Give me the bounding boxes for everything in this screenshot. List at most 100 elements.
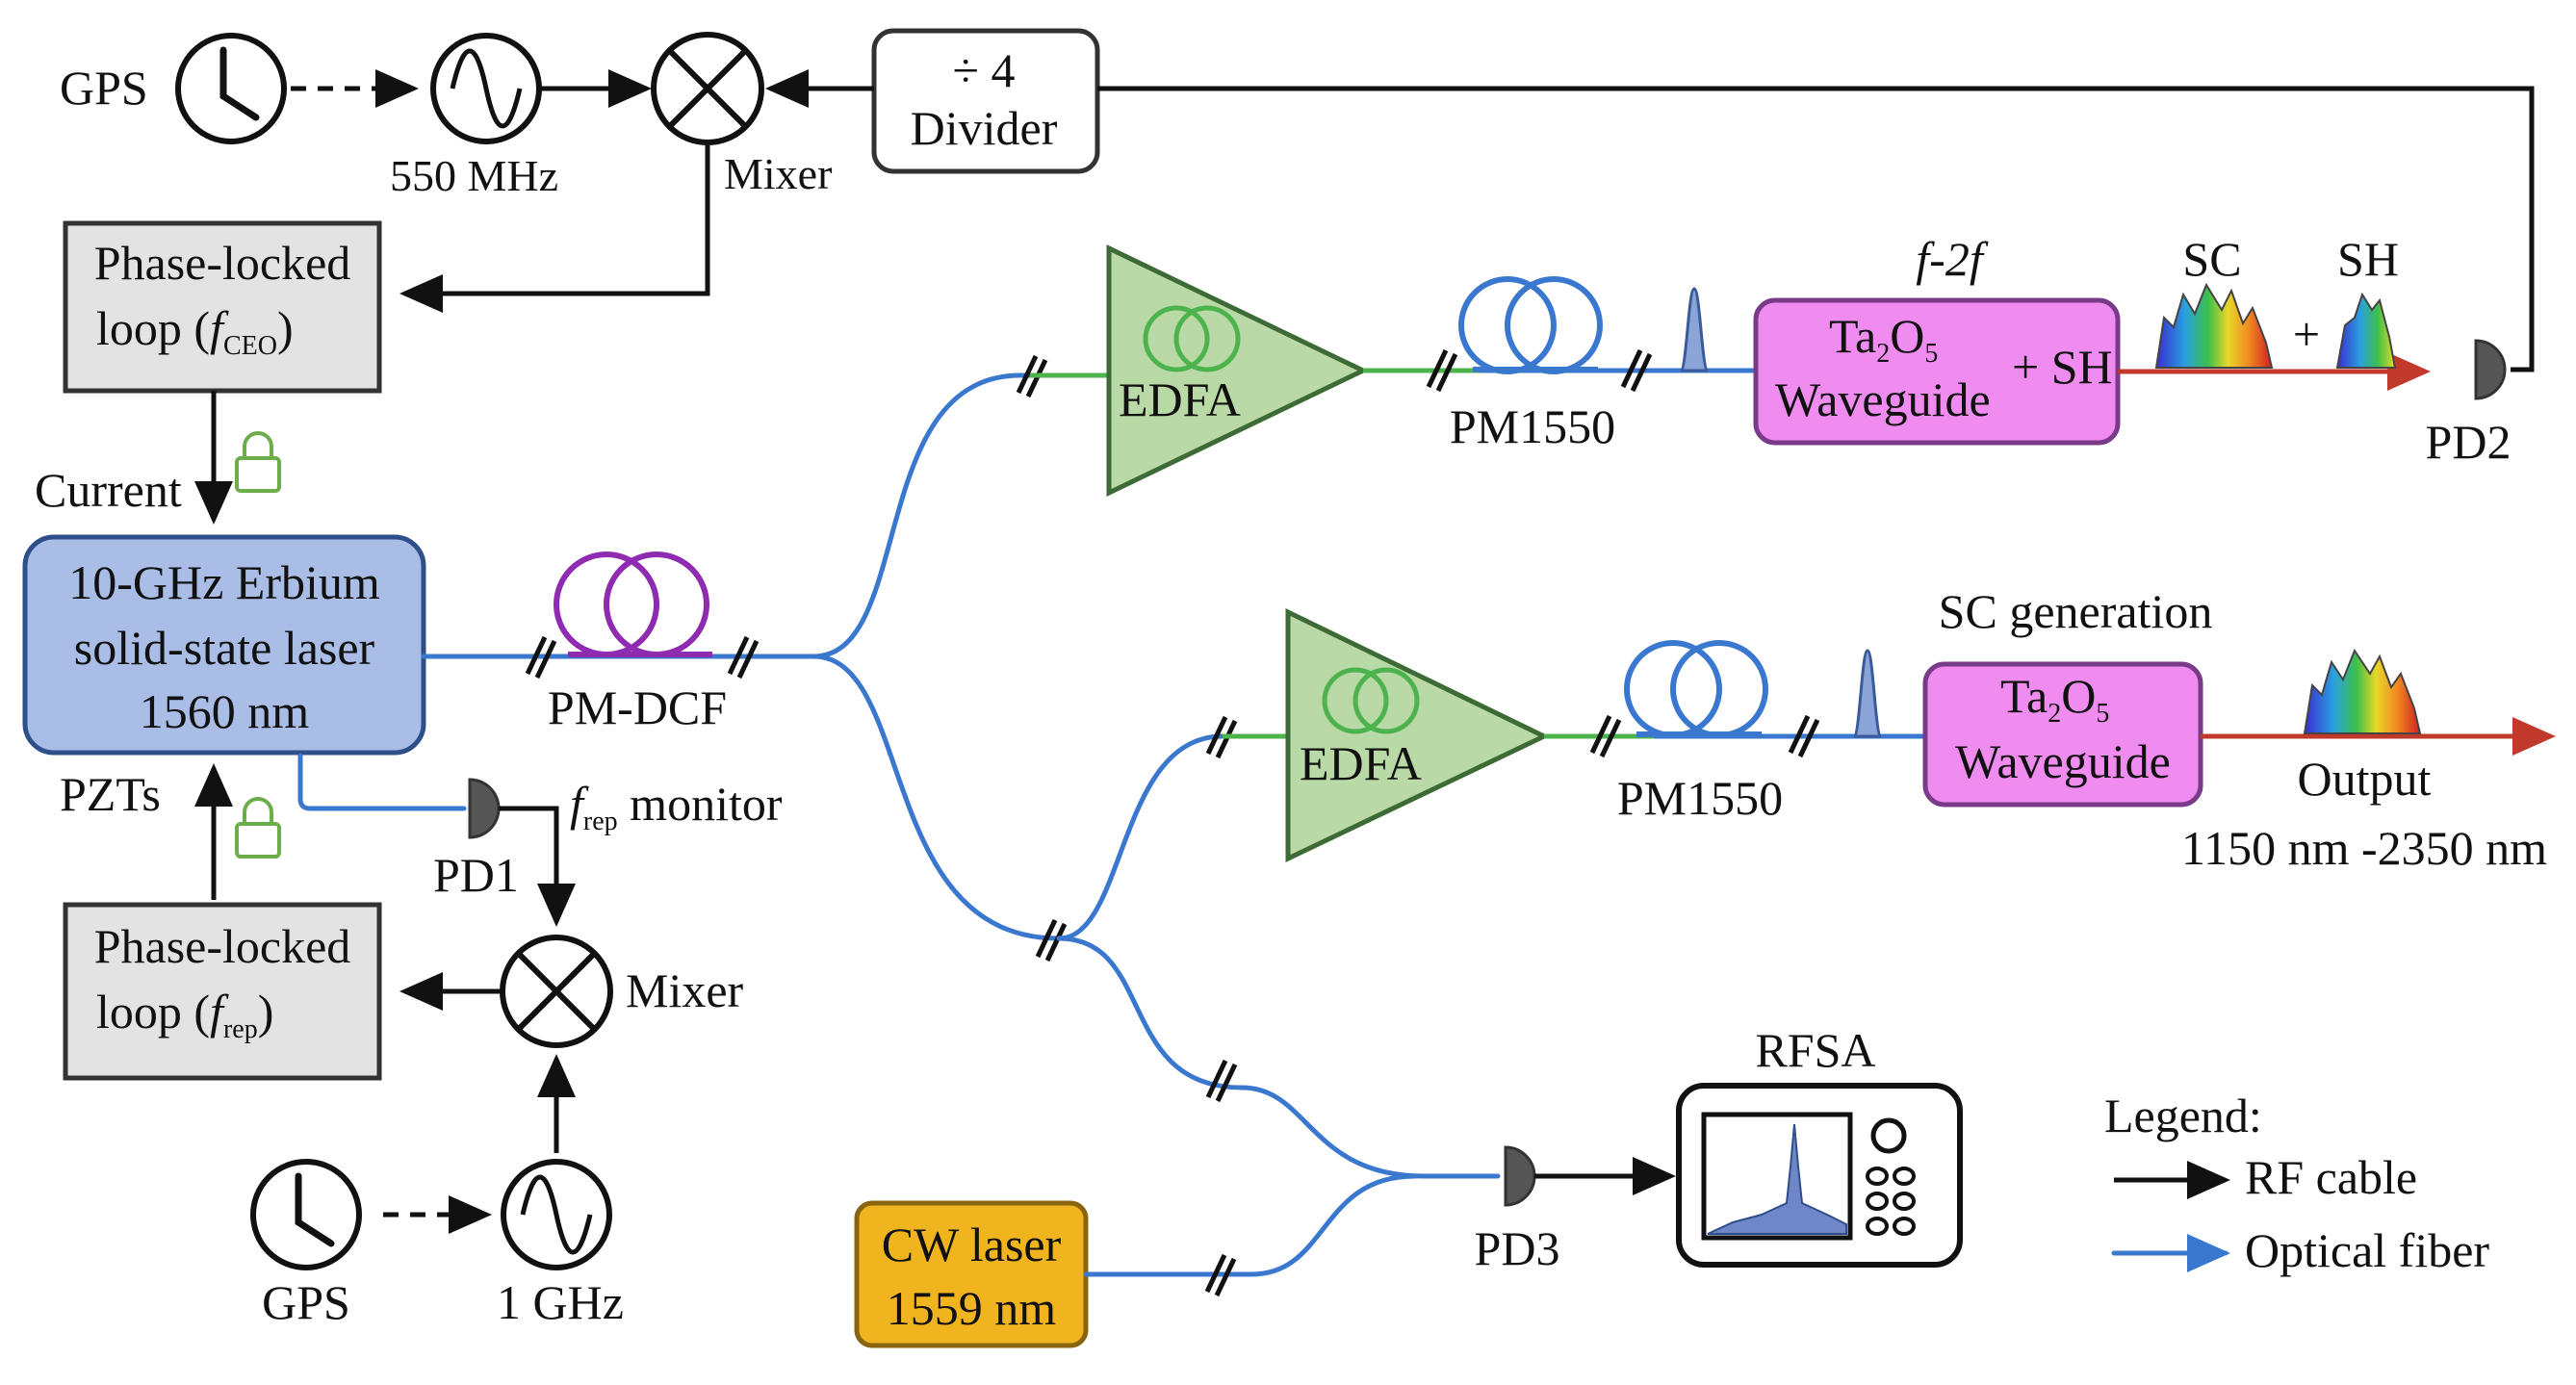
pd1-to-mixer [499, 806, 576, 927]
fiber-splice [525, 635, 548, 676]
fiber-splice [1797, 718, 1820, 758]
laser-box [22, 534, 426, 756]
pm1550-mid-label: PM1550 [1617, 771, 1783, 825]
waveguide-mid-line2: Waveguide [1955, 734, 2171, 788]
wg-mid-ta: Ta [2000, 669, 2048, 723]
fiber-coil-icon [1458, 276, 1603, 374]
sine-oscillator-icon [501, 1159, 612, 1270]
divider-line2: Divider [911, 101, 1058, 155]
waveguide-top-line2: Waveguide [1775, 372, 1991, 426]
pll-rep-line1: Phase-locked [94, 919, 351, 973]
pll-ceo-line2-a: loop ( [96, 301, 210, 355]
edfa-top-label: EDFA [1119, 372, 1241, 426]
gps-bottom-label: GPS [262, 1275, 350, 1329]
fiber-splice [1620, 348, 1643, 389]
frep-sub: rep [583, 807, 618, 836]
wg-mid-2: 2 [2048, 699, 2061, 729]
fiber-splice [736, 639, 760, 680]
pll-rep-line2-a: loop ( [96, 985, 210, 1039]
wg-mid-o: O [2061, 669, 2096, 723]
fiber-splice [1214, 1257, 1237, 1297]
edfa-mid [1285, 608, 1550, 862]
wg-top-o: O [1890, 309, 1924, 363]
cw-laser-line2: 1559 nm [887, 1281, 1057, 1335]
legend: Legend: RF cable Optical fiber [2104, 1089, 2489, 1277]
spectrum-icon [2335, 292, 2397, 369]
pd2-label: PD2 [2426, 415, 2512, 469]
pll-ceo-sub: CEO [223, 331, 277, 361]
fiber-to-edfa-mid [1056, 733, 1225, 941]
legend-fiber-label: Optical fiber [2245, 1223, 2489, 1277]
wg-mid-5: 5 [2096, 699, 2109, 729]
frep-monitor-text: monitor [618, 777, 783, 831]
mixer-bottom-label: Mixer [626, 963, 744, 1017]
fiber-splice [1205, 1059, 1228, 1099]
clock-icon [175, 33, 287, 144]
wg-top-5: 5 [1924, 339, 1938, 369]
photodetector-icon [468, 778, 501, 839]
output-range-label: 1150 nm -2350 nm [2181, 821, 2547, 875]
fiber-branch-lower [811, 654, 1062, 941]
edfa-mid-label: EDFA [1300, 736, 1422, 790]
spectrum-icon [2154, 282, 2274, 369]
fiber-splice [1630, 352, 1653, 393]
fiber-splice [1589, 714, 1612, 755]
waveguide-top-sh: + SH [2012, 340, 2113, 394]
waveguide-top-line1: Ta2O5 [1829, 309, 1938, 369]
lock-icon [235, 431, 281, 493]
sine-oscillator-icon [430, 33, 542, 144]
laser-line3: 1560 nm [140, 684, 310, 738]
cw-laser-line1: CW laser [882, 1218, 1062, 1271]
fiber-splice [1788, 714, 1811, 755]
wg-top-2: 2 [1876, 339, 1890, 369]
fiber-splice [534, 639, 557, 680]
pll-ceo-line2: loop (fCEO) [96, 301, 294, 361]
frep-monitor-label: frep monitor [570, 777, 783, 836]
fiber-branch-top [811, 372, 1033, 659]
fiber-coil-icon [554, 551, 712, 657]
pll-rep-close: ) [258, 985, 274, 1039]
oscillator-1ghz-label: 1 GHz [497, 1275, 624, 1329]
fiber-splice [1215, 1063, 1238, 1103]
rfsa-instrument-icon [1676, 1083, 1963, 1268]
pd3-label: PD3 [1475, 1221, 1560, 1275]
fiber-splice [727, 635, 750, 676]
pm-dcf-label: PM-DCF [548, 680, 727, 734]
spectrum-icon [2303, 648, 2422, 734]
fiber-splice [1426, 348, 1449, 389]
f2f-label: f-2f [1916, 232, 1989, 286]
plus-sign: + [2293, 307, 2320, 361]
cw-fiber [1083, 1173, 1418, 1277]
photodetector-icon [2474, 339, 2507, 400]
lock-icon [235, 797, 281, 859]
pll-rep-box [63, 902, 382, 1081]
fiber-splice [1204, 1253, 1227, 1294]
legend-title: Legend: [2104, 1089, 2262, 1142]
mixer-icon [500, 935, 613, 1048]
mixer-top-label: Mixer [724, 149, 832, 198]
sh-top-label: SH [2337, 232, 2399, 286]
wg-top-ta: Ta [1829, 309, 1876, 363]
sc-top-label: SC [2182, 232, 2241, 286]
photodetector-icon [1504, 1145, 1536, 1207]
pd1-label: PD1 [433, 848, 519, 902]
pzts-label: PZTs [60, 767, 161, 821]
laser-line1: 10-GHz Erbium [68, 555, 380, 609]
pll-ceo-line1: Phase-locked [94, 236, 351, 290]
waveguide-mid-line1: Ta2O5 [2000, 669, 2109, 729]
pll-ceo-close: ) [277, 301, 294, 355]
fiber-splice [1025, 358, 1048, 398]
fiber-splice [1205, 715, 1228, 756]
pd2-to-divider [1097, 86, 2535, 372]
output-label: Output [2298, 752, 2432, 806]
current-label: Current [35, 463, 182, 517]
mixer-icon [651, 32, 764, 145]
pll-ceo-box [63, 220, 382, 394]
divider-box [871, 28, 1100, 174]
fiber-splice [1435, 352, 1458, 393]
fiber-to-pd3 [1056, 936, 1501, 1179]
gps-top-label: GPS [60, 61, 148, 115]
pm1550-top-label: PM1550 [1450, 399, 1615, 453]
